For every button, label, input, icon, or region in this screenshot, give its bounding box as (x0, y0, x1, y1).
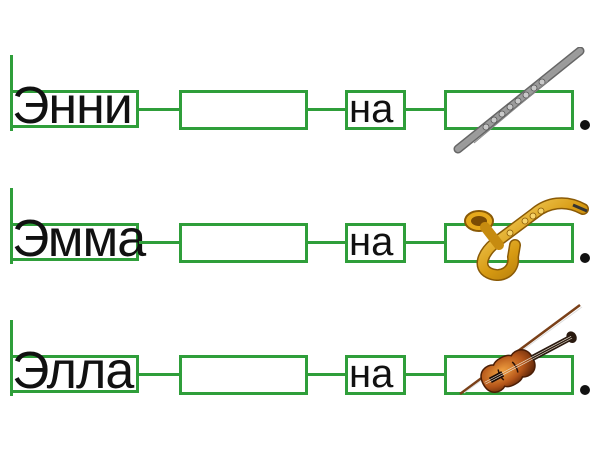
saxophone-icon (464, 197, 589, 281)
period-dot (580, 120, 590, 130)
violin-icon (459, 303, 583, 396)
blank-answer-box[interactable] (179, 223, 308, 263)
connector-line (139, 241, 181, 244)
flute-icon (453, 47, 585, 154)
name-text: Элла (12, 342, 134, 400)
connector-line (306, 241, 348, 244)
preposition-box (345, 90, 406, 130)
connector-line (306, 108, 348, 111)
name-text: Эмма (12, 210, 146, 268)
preposition-text: на (349, 220, 394, 264)
connector-line (306, 373, 348, 376)
period-dot (580, 385, 590, 395)
connector-line (404, 241, 446, 244)
connector-line (404, 373, 446, 376)
connector-line (139, 108, 181, 111)
preposition-text: на (349, 352, 394, 396)
blank-answer-box[interactable] (179, 90, 308, 130)
connector-line (404, 108, 446, 111)
instrument-box (444, 90, 574, 130)
name-box (10, 223, 139, 261)
period-dot (580, 253, 590, 263)
preposition-text: на (349, 87, 394, 131)
sentence-row-2: Эмма на (0, 183, 600, 283)
sentence-row-1: Энни на (0, 47, 600, 154)
sentence-row-3: Элла на (0, 303, 600, 415)
blank-answer-box[interactable] (179, 355, 308, 395)
name-box (10, 355, 139, 393)
name-text: Энни (12, 77, 133, 135)
preposition-box (345, 355, 406, 395)
connector-line (139, 373, 181, 376)
row-bracket (10, 188, 13, 264)
row-bracket (10, 55, 13, 131)
name-box (10, 90, 139, 128)
row-bracket (10, 320, 13, 396)
